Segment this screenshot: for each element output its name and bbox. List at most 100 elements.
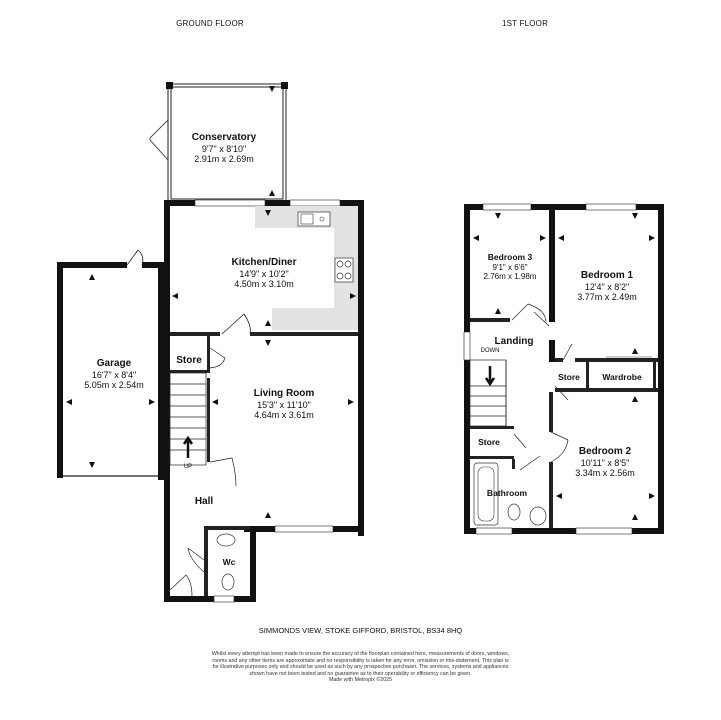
- property-address: SIMMONDS VIEW, STOKE GIFFORD, BRISTOL, B…: [258, 626, 463, 635]
- first-floor-walls: [464, 204, 664, 534]
- room-name: Store: [478, 437, 500, 447]
- room-metric: 4.64m x 3.61m: [254, 409, 314, 420]
- window: [585, 203, 637, 211]
- window: [463, 331, 471, 361]
- room-name: Wardrobe: [602, 372, 642, 382]
- internal-wall: [555, 388, 658, 392]
- door-swing: [169, 574, 193, 597]
- ground-floor-title: GROUND FLOOR: [176, 19, 244, 28]
- disclaimer-body: Whilst every attempt has been made to en…: [211, 651, 510, 677]
- internal-wall: [512, 459, 515, 469]
- room-label-bathroom: Bathroom: [486, 488, 528, 499]
- room-metric: 4.50m x 3.10m: [234, 278, 294, 289]
- room-label-living: Living Room 15'3" x 11'10" 4.64m x 3.61m: [254, 388, 315, 420]
- disclaimer-text: Whilst every attempt has been made to en…: [211, 651, 511, 684]
- door-swing: [149, 119, 169, 161]
- door-swing: [187, 547, 205, 573]
- room-label-hall: Hall: [195, 496, 213, 508]
- stairs-down-label: DOWN: [481, 348, 500, 355]
- room-label-garage: Garage 16'7" x 8'4" 5.05m x 2.54m: [84, 358, 144, 390]
- window: [274, 525, 334, 533]
- internal-wall: [549, 392, 553, 432]
- room-metric: 2.76m x 1.98m: [483, 271, 537, 281]
- stairs-down-text: DOWN: [480, 348, 500, 354]
- room-name: Bedroom 1: [580, 270, 634, 281]
- door-swing: [550, 431, 569, 463]
- door-swing: [209, 457, 237, 487]
- measure-arrows: [473, 213, 655, 520]
- internal-wall: [470, 456, 514, 459]
- room-imperial: 9'7" x 8'10": [201, 143, 247, 154]
- internal-wall: [250, 332, 358, 336]
- stair-arrow-icon: [182, 435, 194, 458]
- room-label-bedroom3: Bedroom 3 9'1" x 6'6" 2.76m x 1.98m: [483, 252, 537, 281]
- room-name: Conservatory: [191, 132, 257, 143]
- room-imperial: 16'7" x 8'4": [91, 369, 137, 380]
- room-imperial: 14'9" x 10'2": [239, 268, 289, 279]
- conservatory-corner: [166, 82, 173, 89]
- window: [213, 595, 235, 603]
- room-imperial: 15'3" x 11'10": [257, 399, 311, 410]
- internal-wall: [470, 426, 514, 429]
- window: [575, 527, 633, 535]
- room-label-conservatory: Conservatory 9'7" x 8'10" 2.91m x 2.69m: [192, 132, 256, 164]
- room-name: Landing: [494, 336, 534, 347]
- internal-wall: [575, 358, 658, 362]
- door-swing: [513, 433, 527, 449]
- internal-wall: [170, 370, 210, 373]
- stair-arrow-icon: [484, 366, 496, 387]
- room-name: Store: [558, 372, 580, 382]
- room-name: Bedroom 3: [487, 252, 533, 262]
- internal-wall: [586, 362, 589, 390]
- window: [475, 527, 513, 535]
- room-label-store-ground: Store: [176, 355, 202, 367]
- internal-wall: [170, 332, 220, 336]
- room-label-kitchen: Kitchen/Diner 14'9" x 10'2" 4.50m x 3.10…: [231, 257, 296, 289]
- window: [482, 203, 532, 211]
- room-imperial: 12'4" x 8'2": [584, 281, 630, 292]
- room-name: Wc: [222, 557, 236, 567]
- room-label-wardrobe: Wardrobe: [602, 372, 642, 383]
- toilet-icon: [507, 503, 521, 521]
- room-label-bedroom1: Bedroom 1 12'4" x 8'2" 3.77m x 2.49m: [577, 270, 637, 302]
- internal-wall: [549, 462, 553, 528]
- room-name: Store: [176, 355, 202, 366]
- internal-wall: [555, 358, 563, 362]
- room-label-bedroom2: Bedroom 2 10'11" x 8'5" 3.34m x 2.56m: [575, 446, 635, 478]
- room-name: Bathroom: [486, 488, 528, 498]
- door-swing: [126, 249, 144, 266]
- tap: [319, 216, 325, 222]
- room-name: Garage: [96, 358, 132, 369]
- room-label-wc: Wc: [222, 557, 236, 568]
- door-swing: [221, 313, 251, 335]
- window: [289, 199, 341, 207]
- toilet-icon: [221, 573, 235, 591]
- room-imperial: 9'1" x 6'6": [492, 262, 528, 272]
- room-metric: 3.77m x 2.49m: [577, 291, 637, 302]
- basin-icon: [529, 506, 547, 526]
- garage-walls: [57, 262, 168, 480]
- internal-wall: [653, 362, 656, 388]
- room-name: Bedroom 2: [578, 446, 632, 457]
- door-swing: [562, 343, 573, 361]
- internal-wall: [549, 210, 555, 322]
- conservatory-corner: [281, 82, 288, 89]
- door-swing: [206, 345, 226, 369]
- stairs-up-text: UP: [183, 464, 193, 470]
- room-metric: 2.91m x 2.69m: [194, 153, 254, 164]
- room-metric: 3.34m x 2.56m: [575, 467, 635, 478]
- staircase: [469, 359, 507, 427]
- copyright-text: Made with Metropix ©2025: [328, 677, 393, 684]
- hall-walls: [164, 336, 364, 602]
- sink-icon: [297, 211, 331, 227]
- door-swing: [519, 455, 541, 471]
- room-name: Hall: [194, 496, 214, 507]
- internal-wall: [204, 526, 208, 596]
- sink-bowl: [300, 213, 314, 225]
- internal-wall: [207, 378, 210, 462]
- internal-wall: [207, 336, 210, 370]
- bath-icon: [473, 462, 499, 526]
- room-label-store-first-b: Store: [478, 437, 500, 448]
- measure-arrows: [66, 86, 356, 518]
